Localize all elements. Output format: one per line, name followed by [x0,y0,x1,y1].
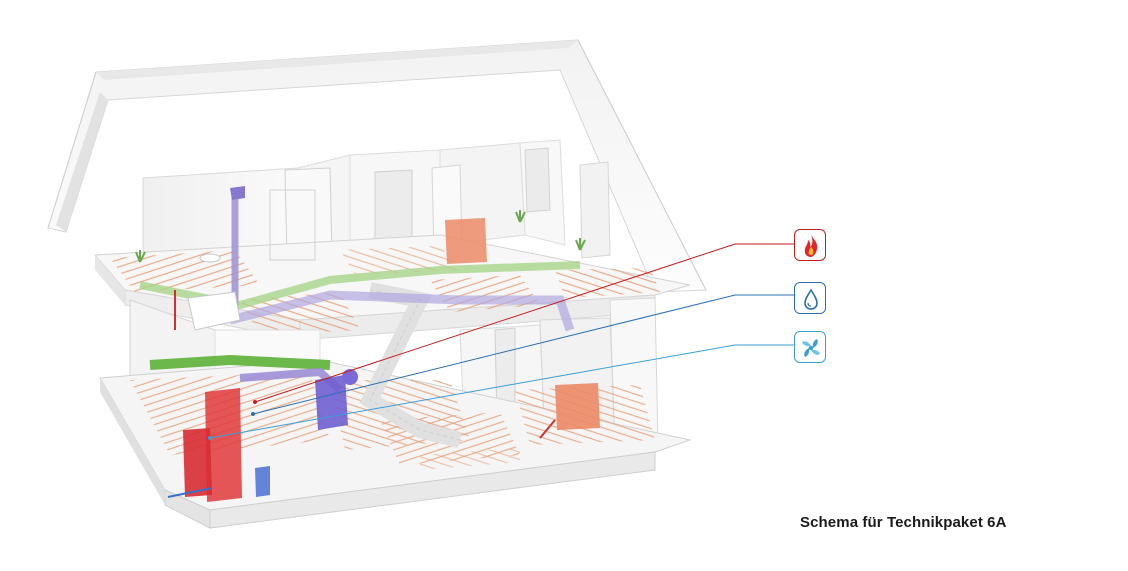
heating-equipment [174,218,600,502]
diagram-caption: Schema für Technikpaket 6A [800,514,1007,531]
bathroom-fixtures [187,189,316,331]
water-drop-icon [794,282,826,314]
fan-icon [794,331,826,363]
legend-leader-lines [208,243,794,440]
water-supply-line [167,487,213,498]
flame-icon [794,229,826,261]
plants [135,210,586,263]
